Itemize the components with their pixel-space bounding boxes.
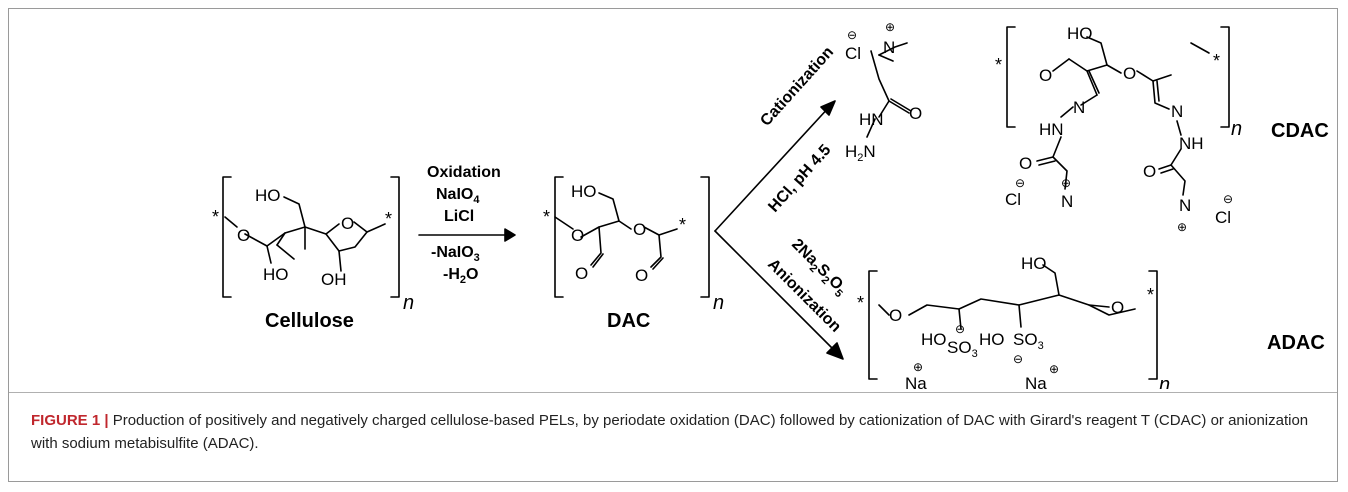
figure-frame: * O HO O HO OH * n Cellulose Oxidation N…: [8, 8, 1338, 482]
cdac-structure: [1006, 26, 1230, 196]
atom-h2n-girard: H2N: [845, 142, 876, 164]
atom-n-cdac-2: N: [1171, 102, 1183, 121]
label-dac: DAC: [607, 310, 650, 332]
atom-o-adac-ring: O: [1111, 298, 1124, 317]
star-right-adac: *: [1147, 285, 1154, 305]
atom-ho-cellulose-ch2: HO: [255, 186, 281, 205]
girard-reagent: [866, 42, 912, 138]
atom-ho-adac-1: HO: [921, 330, 947, 349]
condition-licl: LiCl: [444, 208, 474, 225]
atom-ho-cdac: HO: [1067, 24, 1093, 43]
cationization-arrow: [714, 104, 832, 232]
atom-na-adac-1: Na: [905, 374, 927, 389]
label-adac: ADAC: [1267, 332, 1325, 354]
atom-o-dac-aldehyde-2: O: [635, 266, 648, 285]
charge-plus-adac-2: ⊕: [1049, 362, 1059, 376]
caption-text: Production of positively and negatively …: [31, 412, 1309, 452]
figure-caption: FIGURE 1 | Production of positively and …: [31, 409, 1321, 455]
label-cellulose: Cellulose: [265, 310, 354, 332]
repeat-n-cellulose: n: [403, 292, 414, 314]
atom-ho-cellulose-c3: HO: [263, 265, 289, 284]
star-right-cellulose: *: [385, 209, 392, 229]
atom-n-cdac-1: N: [1073, 98, 1085, 117]
atom-o-cellulose-link: O: [237, 226, 250, 245]
repeat-n-dac: n: [713, 292, 724, 314]
atom-so3-adac-2: SO3: [1013, 330, 1044, 352]
atom-cl-girard: Cl: [845, 44, 861, 63]
star-left-cdac: *: [995, 55, 1002, 75]
atom-o-cellulose-ring: O: [341, 214, 354, 233]
reaction-scheme: * O HO O HO OH * n Cellulose Oxidation N…: [212, 20, 1329, 389]
caption-divider: [9, 392, 1337, 393]
charge-plus-girard: ⊕: [885, 20, 895, 34]
atom-ho-adac-ch2: HO: [1021, 254, 1047, 273]
atom-o-girard: O: [909, 104, 922, 123]
atom-o-cdac-link: O: [1039, 66, 1052, 85]
charge-minus-girard: ⊖: [847, 28, 857, 42]
condition-minus-naio3: -NaIO3: [431, 244, 480, 264]
star-left-cellulose: *: [212, 207, 219, 227]
atom-nh-cdac: NH: [1179, 134, 1204, 153]
atom-o-adac-link: O: [889, 306, 902, 325]
atom-hn-cdac: HN: [1039, 120, 1064, 139]
atom-o-cdac-amide-2: O: [1143, 162, 1156, 181]
star-left-adac: *: [857, 293, 864, 313]
dac-structure: [554, 176, 710, 298]
condition-hcl-ph: HCl, pH 4.5: [765, 141, 834, 215]
star-left-dac: *: [543, 207, 550, 227]
charge-plus-adac-1: ⊕: [913, 360, 923, 374]
atom-n-cdac-quat-2: N: [1179, 196, 1191, 215]
atom-cl-cdac-2: Cl: [1215, 208, 1231, 227]
condition-naio4: NaIO4: [436, 186, 480, 206]
atom-hn-girard: HN: [859, 110, 884, 129]
star-right-dac: *: [679, 215, 686, 235]
atom-na-adac-2: Na: [1025, 374, 1047, 389]
atom-ho-adac-2: HO: [979, 330, 1005, 349]
atom-o-dac-bridge: O: [633, 220, 646, 239]
adac-structure: [868, 264, 1158, 380]
atom-oh-cellulose-c2: OH: [321, 270, 347, 289]
star-right-cdac: *: [1213, 51, 1220, 71]
label-cdac: CDAC: [1271, 120, 1329, 142]
condition-cationization: Cationization: [757, 44, 837, 130]
repeat-n-cdac: n: [1231, 118, 1242, 140]
charge-minus-cdac-2: ⊖: [1223, 192, 1233, 206]
charge-plus-cdac-1: ⊕: [1061, 176, 1071, 190]
atom-o-dac-link: O: [571, 226, 584, 245]
atom-n-cdac-quat-1: N: [1061, 192, 1073, 211]
atom-n-girard: N: [883, 38, 895, 57]
repeat-n-adac: n: [1159, 374, 1170, 389]
atom-so3-adac-1: SO3: [947, 338, 978, 360]
atom-cl-cdac-1: Cl: [1005, 190, 1021, 209]
condition-minus-h2o: -H2O: [443, 266, 478, 286]
anionization-arrow: [714, 230, 840, 356]
atom-o-cdac-amide-1: O: [1019, 154, 1032, 173]
cellulose-structure: [222, 176, 400, 298]
charge-minus-adac-2: ⊖: [1013, 352, 1023, 366]
atom-o-dac-aldehyde-1: O: [575, 264, 588, 283]
condition-oxidation: Oxidation: [427, 164, 501, 181]
charge-minus-cdac-1: ⊖: [1015, 176, 1025, 190]
atom-o-cdac-bridge: O: [1123, 64, 1136, 83]
caption-label: FIGURE 1 |: [31, 412, 109, 429]
atom-ho-dac: HO: [571, 182, 597, 201]
charge-plus-cdac-2: ⊕: [1177, 220, 1187, 234]
charge-minus-adac-1: ⊖: [955, 322, 965, 336]
